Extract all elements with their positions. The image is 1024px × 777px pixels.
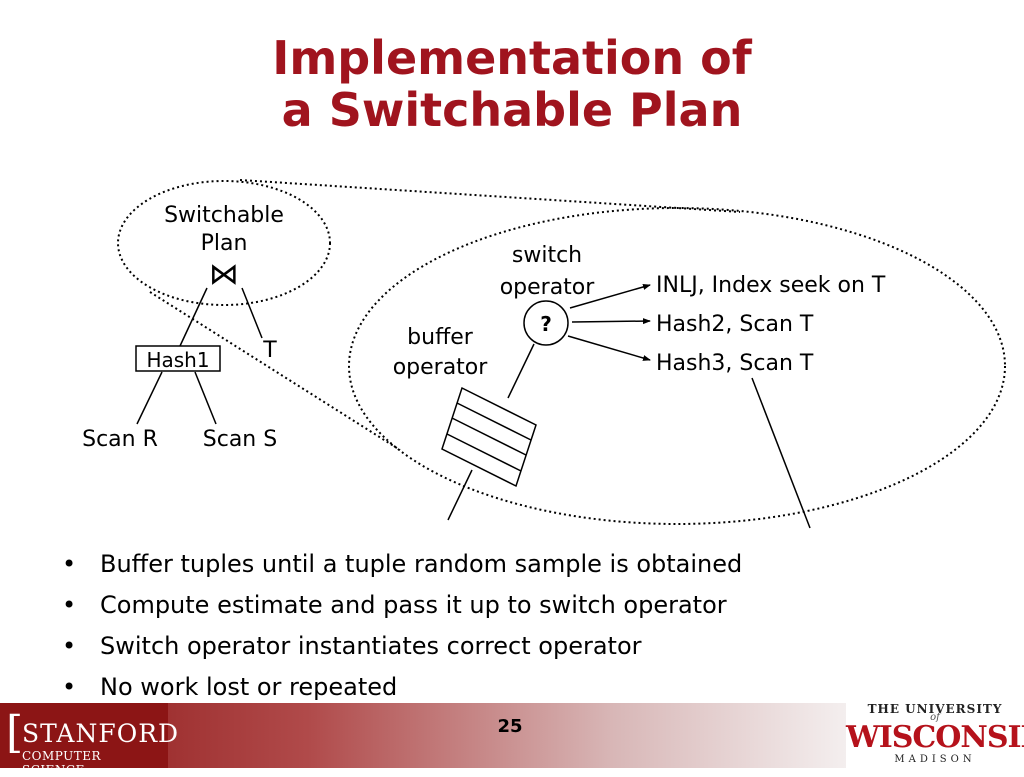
wisconsin-logo: THE UNIVERSITY of WISCONSIN MADISON bbox=[846, 700, 1024, 768]
buffer-downward-edge bbox=[447, 469, 473, 521]
title-line-2: a Switchable Plan bbox=[281, 83, 743, 137]
stanford-logo: [ STANFORD COMPUTER SCIENCE bbox=[0, 703, 178, 777]
expanded-plan-ellipse bbox=[348, 207, 1006, 525]
bullet-list: Buffer tuples until a tuple random sampl… bbox=[60, 544, 742, 708]
option-inlj-label: INLJ, Index seek on T bbox=[656, 273, 886, 298]
title-line-1: Implementation of bbox=[272, 31, 752, 85]
buffer-to-switch-edge bbox=[507, 343, 535, 399]
slide-title: Implementation of a Switchable Plan bbox=[0, 32, 1024, 136]
zoom-line-top bbox=[239, 179, 741, 213]
bullet-item-3: Switch operator instantiates correct ope… bbox=[60, 626, 742, 667]
tree-edge-join-t bbox=[241, 287, 263, 339]
switchable-plan-label-2: Plan bbox=[201, 231, 248, 256]
option-hash2-label: Hash2, Scan T bbox=[656, 312, 814, 337]
hash1-label: Hash1 bbox=[146, 348, 209, 372]
wisconsin-logo-city: MADISON bbox=[894, 754, 976, 765]
hash3-downward-edge bbox=[751, 377, 811, 529]
buffer-queue-icon bbox=[441, 386, 537, 488]
switchable-plan-ellipse bbox=[117, 180, 331, 306]
scan-r-label: Scan R bbox=[82, 427, 158, 452]
stanford-bracket-icon: [ bbox=[6, 707, 24, 758]
arrow-to-option-3 bbox=[567, 335, 651, 361]
tree-edge-hash1-scan-s bbox=[194, 371, 217, 425]
buffer-operator-label-2: operator bbox=[393, 355, 489, 380]
scan-s-label: Scan S bbox=[203, 427, 277, 452]
switch-operator-node bbox=[523, 300, 569, 346]
buffer-operator-label-1: buffer bbox=[407, 325, 474, 350]
stanford-logo-name: STANFORD bbox=[22, 719, 180, 748]
join-symbol-icon: ⋈ bbox=[209, 257, 239, 292]
wisconsin-logo-line1: THE UNIVERSITY bbox=[867, 702, 1003, 716]
option-hash3-label: Hash3, Scan T bbox=[656, 351, 814, 376]
hash1-box bbox=[135, 345, 221, 372]
question-mark-icon: ? bbox=[540, 312, 552, 336]
switch-operator-label-1: switch bbox=[512, 243, 582, 268]
arrow-to-option-2 bbox=[571, 318, 651, 325]
page-number: 25 bbox=[497, 716, 523, 737]
bullet-item-4: No work lost or repeated bbox=[60, 667, 742, 708]
t-label: T bbox=[262, 338, 277, 363]
wisconsin-logo-name: WISCONSIN bbox=[846, 720, 1024, 755]
zoom-line-bottom bbox=[149, 291, 401, 451]
switchable-plan-diagram: Switchable Plan ⋈ Hash1 T Scan R Scan S … bbox=[82, 179, 1006, 529]
arrow-to-option-1 bbox=[569, 284, 651, 309]
tree-edge-join-hash1 bbox=[179, 287, 208, 347]
wisconsin-logo-of: of bbox=[930, 712, 940, 723]
switch-operator-label-2: operator bbox=[500, 275, 596, 300]
switchable-plan-label-1: Switchable bbox=[164, 203, 284, 228]
bullet-item-2: Compute estimate and pass it up to switc… bbox=[60, 585, 742, 626]
bullet-item-1: Buffer tuples until a tuple random sampl… bbox=[60, 544, 742, 585]
stanford-logo-subtitle: COMPUTER SCIENCE bbox=[22, 749, 102, 777]
tree-edge-hash1-scan-r bbox=[136, 371, 163, 425]
